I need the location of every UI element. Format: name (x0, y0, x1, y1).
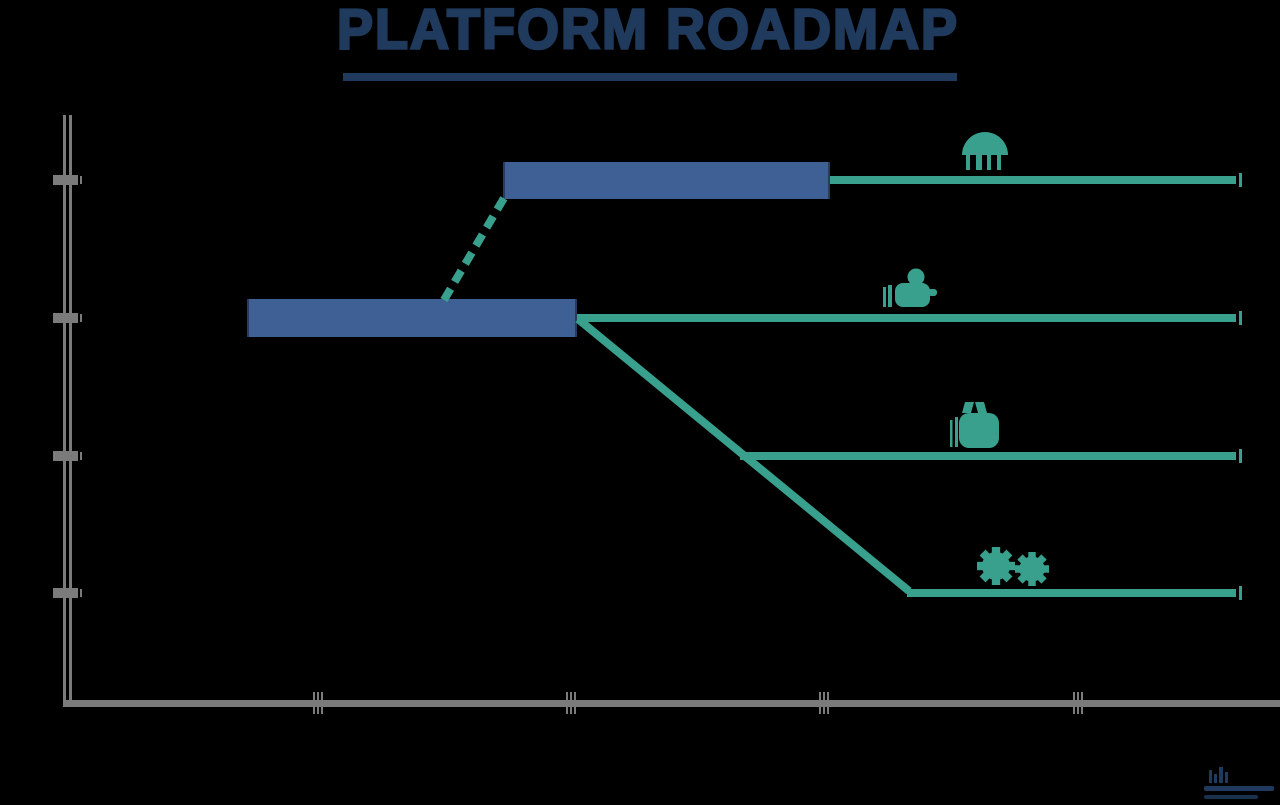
y-axis-tick (53, 313, 78, 323)
milestone-line-endcap (1239, 449, 1242, 463)
y-axis-tick-cap (80, 589, 82, 597)
gantt-bar-phase-upper (503, 161, 830, 199)
x-axis-tick (570, 692, 572, 714)
money-bag-icon (950, 402, 999, 448)
milestone-line-endcap (1239, 173, 1242, 187)
y-axis-tick-cap (80, 452, 82, 460)
x-axis-tick (827, 692, 829, 714)
x-axis-tick (819, 692, 821, 714)
milestone-line-endcap (1239, 586, 1242, 600)
dashed-connector (440, 195, 508, 303)
milestone-line-row1 (830, 176, 1236, 184)
milestone-line-row3 (740, 452, 1236, 460)
x-axis-tick (1077, 692, 1079, 714)
diagonal-connector (575, 315, 912, 595)
brand-logo (1204, 767, 1274, 799)
gears-icon (977, 547, 1049, 586)
x-axis-tick (574, 692, 576, 714)
gantt-bar-phase-lower (247, 299, 577, 337)
x-axis-tick (566, 692, 568, 714)
milestone-line-endcap (1239, 311, 1242, 325)
y-axis-tick (53, 588, 78, 598)
x-axis-tick (317, 692, 319, 714)
y-axis-tick-cap (80, 314, 82, 322)
milestone-line-row4 (907, 589, 1236, 597)
x-axis-tick (313, 692, 315, 714)
x-axis-tick (1073, 692, 1075, 714)
title-underline (343, 73, 957, 81)
y-axis-tick (53, 451, 78, 461)
x-axis-tick (321, 692, 323, 714)
person-icon (883, 268, 937, 307)
milestone-line-row2 (577, 314, 1236, 322)
page-title: PLATFORM ROADMAP (336, 0, 959, 62)
y-axis (63, 115, 72, 707)
canopy-icon (962, 132, 1008, 170)
y-axis-tick-cap (80, 176, 82, 184)
x-axis (63, 700, 1280, 707)
x-axis-tick (1081, 692, 1083, 714)
title-block: PLATFORM ROADMAP (8, 0, 1280, 62)
y-axis-tick (53, 175, 78, 185)
x-axis-tick (823, 692, 825, 714)
